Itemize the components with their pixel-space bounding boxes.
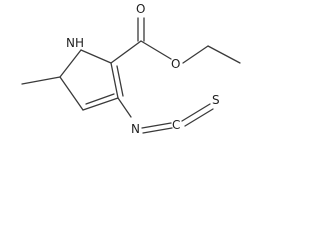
bond-c2-carbonyl — [110, 40, 142, 64]
atom-o-carbonyl-label: O — [136, 2, 145, 16]
structure-diagram: NH O O N C S — [21, 2, 241, 136]
bond-oester-ch2 — [182, 45, 209, 64]
bond-ch2-ch3 — [207, 45, 241, 64]
bond-carbonyl-oester — [140, 40, 172, 60]
atom-s-label: S — [212, 93, 220, 107]
bond-c3-n — [117, 97, 132, 118]
bond-c2-c3 — [110, 62, 119, 99]
bond-c5-methyl — [21, 76, 61, 85]
bond-n-c-double-b — [142, 127, 173, 134]
bond-c4-c3 — [82, 97, 119, 111]
bond-c5-c4 — [59, 76, 84, 111]
bond-c3-c4-inner — [85, 93, 115, 105]
bond-n-c-double-a — [141, 122, 172, 129]
bond-n1-c2 — [80, 49, 112, 64]
atom-c-isothiocyanate-label: C — [172, 118, 180, 132]
bond-c-s-double-b — [184, 108, 214, 127]
bond-c2-c3-inner — [116, 65, 124, 97]
bond-n1-c5 — [59, 49, 82, 78]
atom-n-isothiocyanate-label: N — [131, 122, 140, 136]
atom-o-ester-label: O — [171, 57, 180, 71]
atom-nh-label: NH — [66, 36, 84, 50]
bond-c-s-double-a — [181, 103, 211, 122]
